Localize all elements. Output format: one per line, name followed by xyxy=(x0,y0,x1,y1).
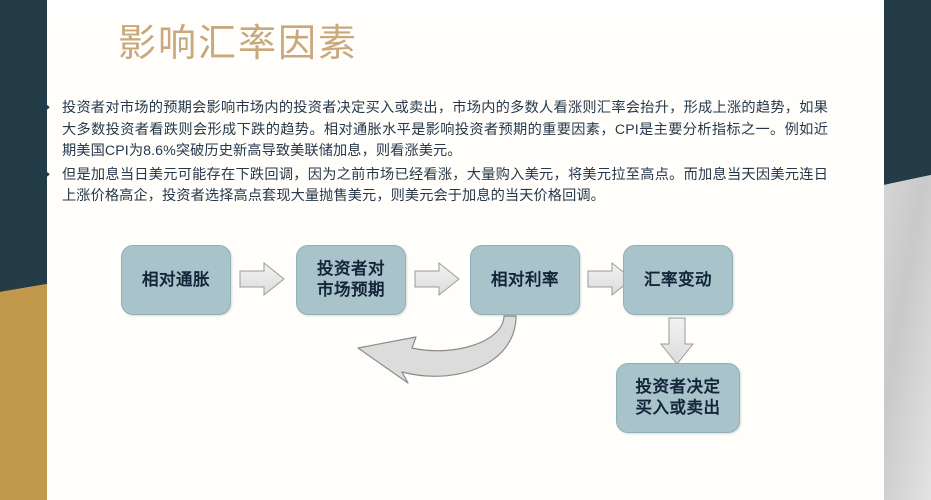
left-decorative-band xyxy=(0,0,47,500)
page-title: 影响汇率因素 xyxy=(118,23,359,65)
slide-content-area xyxy=(47,20,884,500)
bullet-paragraph-text: 但是加息当日美元可能存在下跌回调，因为之前市场已经看涨，大量购入美元，将美元拉至… xyxy=(62,166,828,205)
right-decorative-band xyxy=(884,0,931,500)
bullet-paragraph-text: 投资者对市场的预期会影响市场内的投资者决定买入或卖出，市场内的多数人看涨则汇率会… xyxy=(62,100,828,159)
bullet-diamond-icon: ❖ xyxy=(39,167,51,183)
right-band-silver-segment xyxy=(884,175,931,500)
bullet-list: ❖ 投资者对市场的预期会影响市场内的投资者决定买入或卖出，市场内的多数人看涨则汇… xyxy=(28,98,828,210)
list-item: ❖ 投资者对市场的预期会影响市场内的投资者决定买入或卖出，市场内的多数人看涨则汇… xyxy=(28,98,828,163)
list-item: ❖ 但是加息当日美元可能存在下跌回调，因为之前市场已经看涨，大量购入美元，将美元… xyxy=(28,165,828,208)
right-band-navy-segment xyxy=(884,0,931,185)
bullet-diamond-icon: ❖ xyxy=(39,101,51,116)
left-band-navy-segment xyxy=(0,0,47,292)
left-band-gold-segment xyxy=(0,284,47,500)
